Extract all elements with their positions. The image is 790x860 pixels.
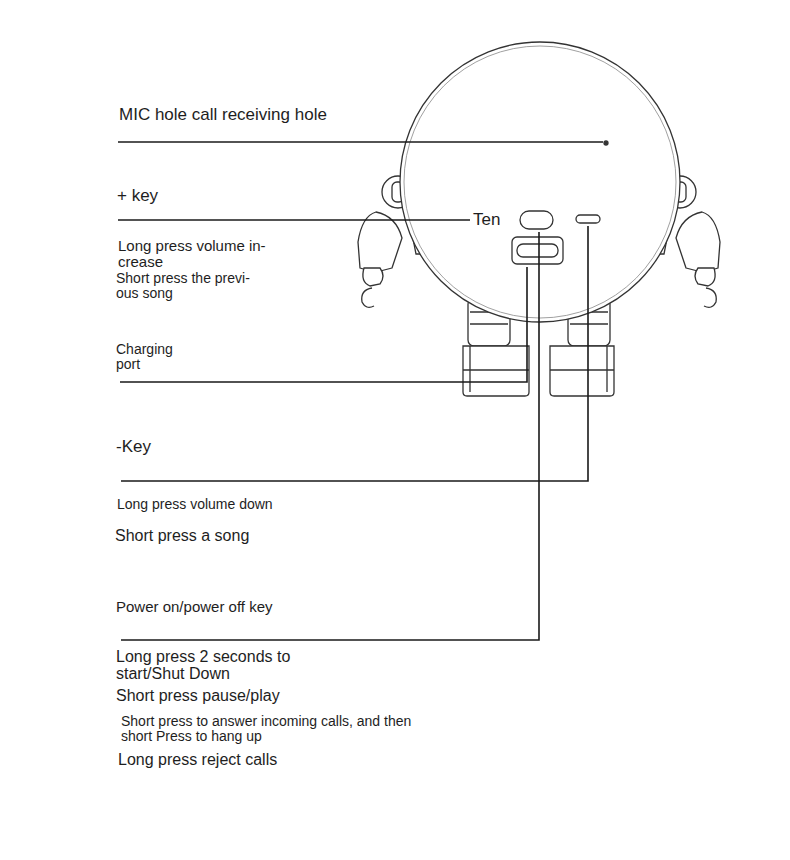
function-note: Short press the previ- ous song xyxy=(116,271,268,300)
leader-lines xyxy=(118,142,603,640)
function-note: Short press pause/play xyxy=(116,688,280,705)
function-note: Short press a song xyxy=(115,528,249,545)
mic-label: MIC hole call receiving hole xyxy=(119,106,327,124)
function-note: Long press 2 seconds to start/Shut Down xyxy=(116,649,314,683)
key-label: Power on/power off key xyxy=(116,599,272,615)
function-note: Long press volume in- crease xyxy=(118,238,290,270)
button-label: Ten xyxy=(473,211,500,229)
key-label: -Key xyxy=(116,438,151,456)
function-note: Long press reject calls xyxy=(118,752,277,769)
port-label: Charging port xyxy=(116,342,196,371)
key-label: + key xyxy=(117,187,158,205)
function-note: Short press to answer incoming calls, an… xyxy=(121,714,439,743)
function-note: Long press volume down xyxy=(117,497,273,512)
